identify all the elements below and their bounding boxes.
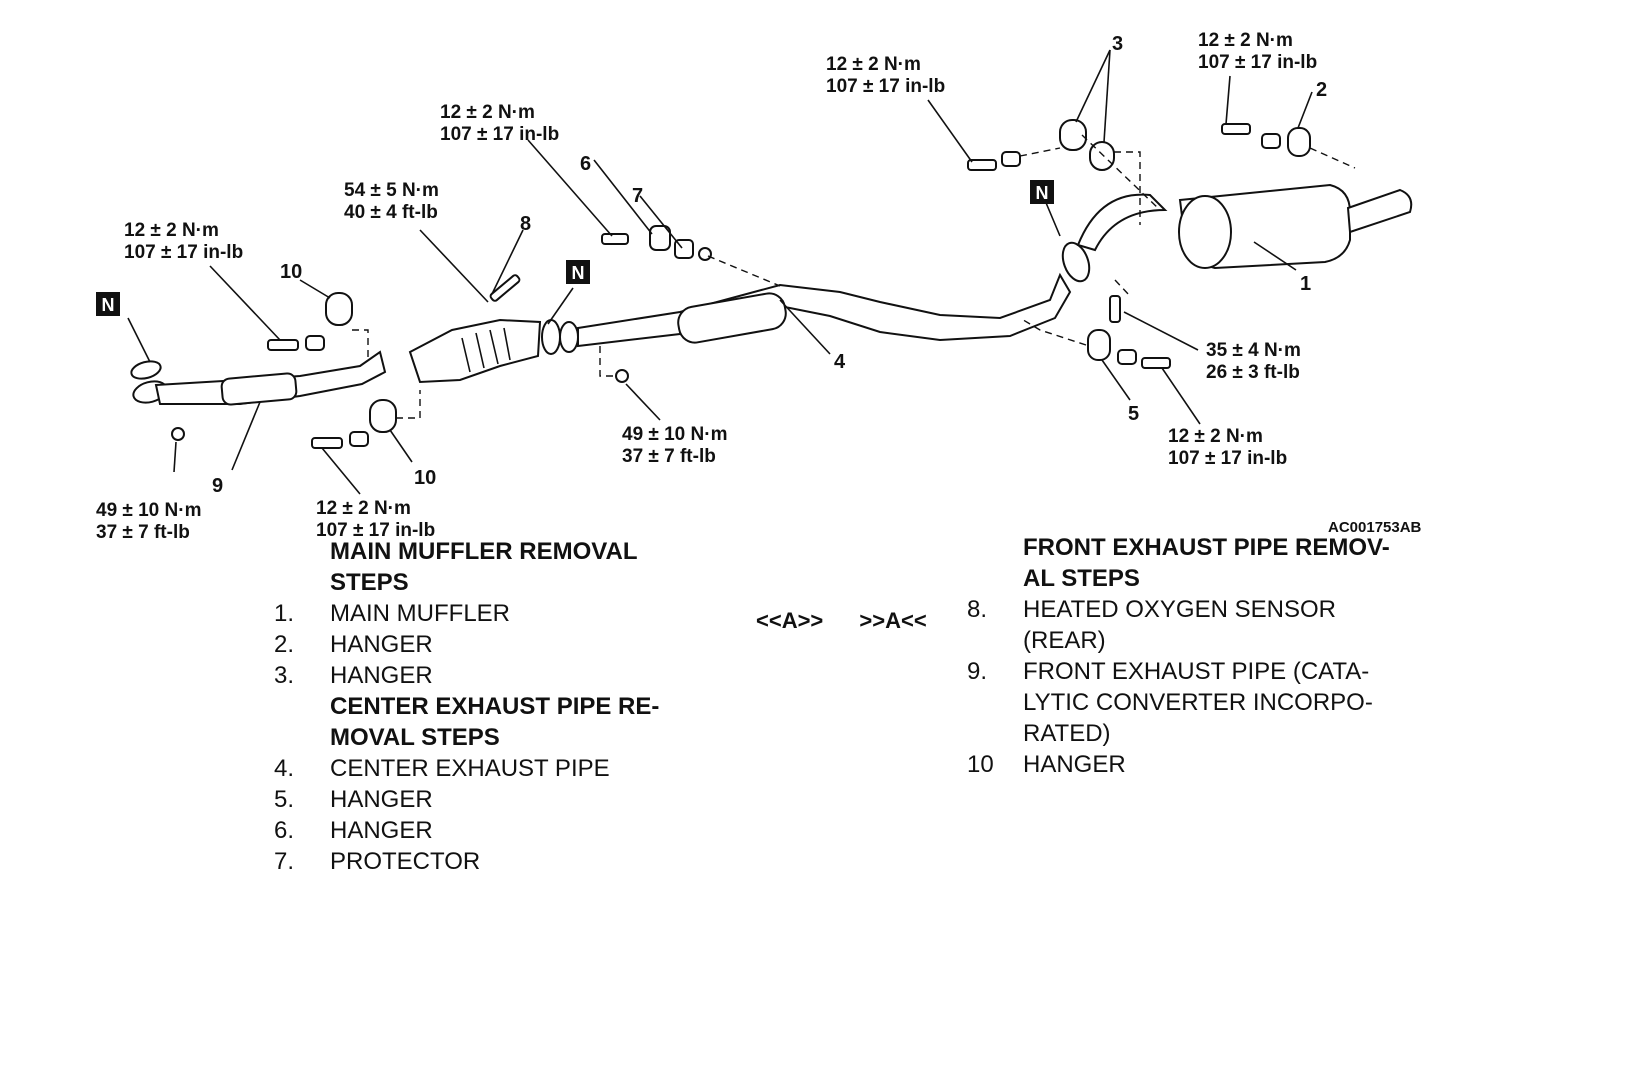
svg-text:N: N	[102, 295, 115, 315]
alignment-lines	[352, 134, 1356, 419]
callout-10-upper: 10	[280, 261, 302, 283]
main-muffler-heading: MAIN MUFFLER REMOVAL STEPS	[330, 538, 638, 596]
callout-4: 4	[834, 351, 846, 373]
callout-6: 6	[580, 153, 591, 175]
list-item: 10 HANGER	[967, 751, 1126, 778]
torque-label-hanger-5-bolt: 12 ± 2 N·m 107 ± 17 in-lb	[1168, 426, 1287, 469]
torque-label-center-hanger-bolt: 12 ± 2 N·m 107 ± 17 in-lb	[440, 102, 559, 145]
list-item: 3. HANGER	[274, 662, 433, 689]
callout-7: 7	[632, 185, 643, 207]
list-item: 8. HEATED OXYGEN SENSOR (REAR)	[967, 596, 1336, 654]
removal-mark: <<A>>	[756, 608, 824, 633]
installation-mark: >>A<<	[859, 608, 927, 633]
figure-code: AC001753AB	[1328, 519, 1422, 536]
list-item: 4. CENTER EXHAUST PIPE	[274, 755, 610, 782]
front-exhaust-pipe-steps: FRONT EXHAUST PIPE REMOV- AL STEPS 8. HE…	[967, 532, 1427, 780]
svg-text:N: N	[1036, 183, 1049, 203]
callout-3: 3	[1112, 33, 1123, 55]
torque-label-muffler-joint: 35 ± 4 N·m 26 ± 3 ft-lb	[1206, 340, 1306, 383]
service-marks: <<A>> >>A<<	[756, 608, 957, 634]
leader-lines	[127, 49, 1313, 495]
center-exhaust-pipe	[577, 193, 1168, 348]
list-item: 9. FRONT EXHAUST PIPE (CATA- LYTIC CONVE…	[967, 658, 1373, 747]
callout-1: 1	[1300, 273, 1311, 295]
list-item: 1. MAIN MUFFLER	[274, 600, 510, 627]
torque-label-center-pipe-nut: 49 ± 10 N·m 37 ± 7 ft-lb	[622, 424, 733, 467]
main-muffler	[1178, 183, 1413, 270]
list-item: 7. PROTECTOR	[274, 848, 481, 875]
torque-label-lower-hanger-bolt: 12 ± 2 N·m 107 ± 17 in-lb	[316, 498, 435, 540]
exhaust-system-diagram: N N N 12 ± 2 N·m 107 ± 17 in-lb 12 ± 2 N…	[96, 30, 1422, 540]
n-tag-2: N	[566, 260, 590, 284]
n-tag-1: N	[96, 292, 120, 316]
front-pipe-heading: FRONT EXHAUST PIPE REMOV- AL STEPS	[1023, 534, 1390, 592]
list-item: 6. HANGER	[274, 817, 433, 844]
callout-10-lower: 10	[414, 467, 436, 489]
torque-label-rear-hanger-bolt: 12 ± 2 N·m 107 ± 17 in-lb	[826, 54, 945, 97]
front-exhaust-pipe	[130, 318, 579, 406]
hangers-and-fasteners	[171, 119, 1311, 449]
torque-label-front-pipe-nut: 49 ± 10 N·m 37 ± 7 ft-lb	[96, 500, 207, 540]
svg-text:N: N	[572, 263, 585, 283]
n-tag-3: N	[1030, 180, 1054, 204]
center-pipe-heading: CENTER EXHAUST PIPE RE- MOVAL STEPS	[330, 693, 660, 751]
callout-9: 9	[212, 475, 223, 497]
callout-2: 2	[1316, 79, 1327, 101]
main-muffler-and-center-pipe-steps: MAIN MUFFLER REMOVAL STEPS 1. MAIN MUFFL…	[274, 536, 694, 877]
torque-label-oxygen-sensor: 54 ± 5 N·m 40 ± 4 ft-lb	[344, 180, 444, 223]
callout-5: 5	[1128, 403, 1139, 425]
torque-label-front-hanger-bolt: 12 ± 2 N·m 107 ± 17 in-lb	[124, 220, 243, 263]
torque-label-hanger-2-bolt: 12 ± 2 N·m 107 ± 17 in-lb	[1198, 30, 1317, 73]
callout-8: 8	[520, 213, 531, 235]
list-item: 5. HANGER	[274, 786, 433, 813]
list-item: 2. HANGER	[274, 631, 433, 658]
